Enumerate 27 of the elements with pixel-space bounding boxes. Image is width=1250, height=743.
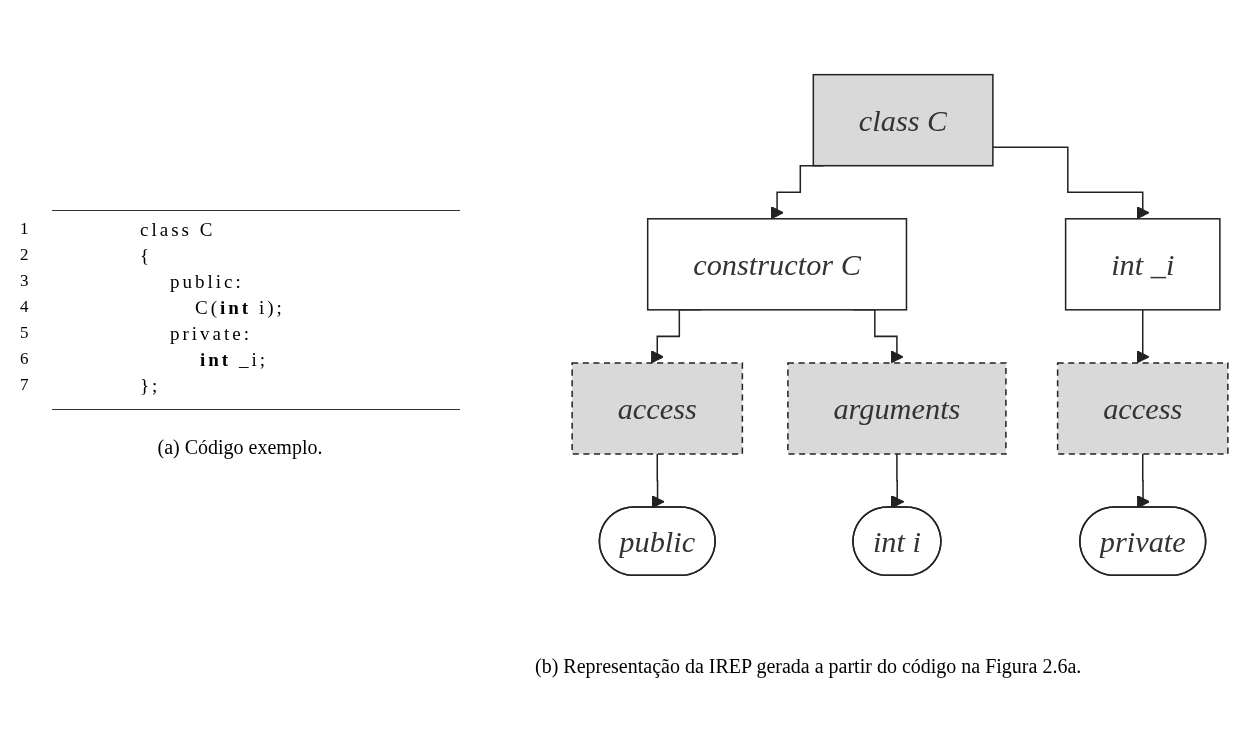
line-number: 5 (20, 323, 29, 343)
line-number: 3 (20, 271, 29, 291)
line-number: 7 (20, 375, 29, 395)
node-box: arguments (787, 362, 1007, 455)
line-number: 4 (20, 297, 29, 317)
arrow (992, 146, 1150, 220)
code-line: int _i; (200, 349, 268, 371)
node-box: access (571, 362, 744, 455)
caption: (b) Representação da IREP gerada a partir do código na Figura 2.6a. (535, 655, 1083, 678)
arrow (1136, 453, 1150, 509)
node-box: access (1056, 362, 1229, 455)
code-line: public: (170, 271, 244, 293)
code-line: }; (140, 375, 161, 397)
code-line: C(int i); (195, 297, 285, 319)
node-box: constructor C (646, 218, 908, 311)
code-line: private: (170, 323, 253, 345)
node-box: class C (812, 73, 994, 167)
arrow (651, 453, 665, 509)
line-number: 6 (20, 349, 29, 369)
arrow (890, 453, 905, 509)
line-number: 2 (20, 245, 29, 265)
node-box: int _i (1064, 218, 1221, 311)
arrow (1136, 309, 1150, 364)
code-line: { (140, 245, 153, 267)
caption: (a) Código exemplo. (156, 436, 324, 459)
line-number: 1 (20, 219, 29, 239)
code-line: class C (140, 219, 216, 241)
